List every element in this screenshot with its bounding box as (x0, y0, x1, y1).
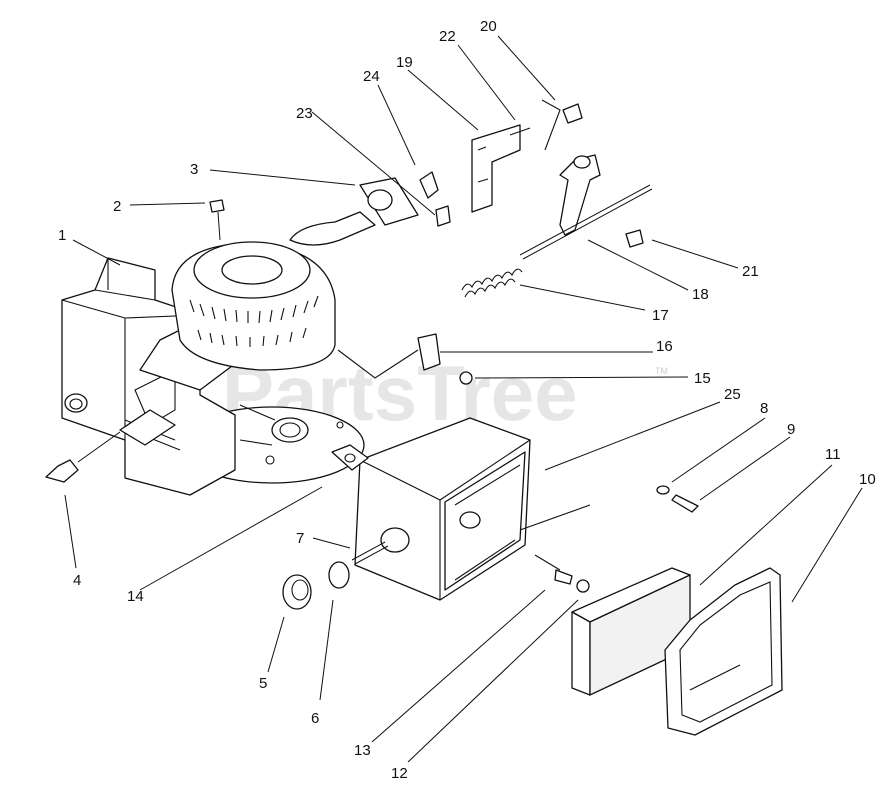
callout-10: 10 (859, 471, 876, 488)
flange-hole (265, 455, 275, 465)
air-cleaner-port (380, 527, 410, 553)
starter-hub (221, 255, 283, 285)
part-5-plug (282, 574, 312, 610)
screw-part-2 (209, 199, 225, 241)
callout-5: 5 (259, 675, 267, 692)
part-17-spring (461, 268, 523, 298)
part-22-pin (509, 127, 531, 136)
callout-1: 1 (58, 227, 66, 244)
callout-19: 19 (396, 54, 413, 71)
part-23-plate (435, 205, 451, 227)
callout-15: 15 (694, 370, 711, 387)
part-13-screw (554, 569, 573, 585)
callout-3: 3 (190, 161, 198, 178)
callout-8: 8 (760, 400, 768, 417)
starter-handle (289, 177, 419, 246)
callout-24: 24 (363, 68, 380, 85)
callout-14: 14 (127, 588, 144, 605)
part-14-gasket (331, 444, 369, 471)
screw-head (209, 199, 225, 213)
engine-port (64, 393, 88, 413)
part-6-seal (328, 561, 350, 589)
carburetor-throat (271, 417, 309, 443)
cover-rib (689, 664, 741, 691)
engine-port-inner (69, 398, 83, 410)
arm-eye (573, 155, 591, 169)
callout-9: 9 (787, 421, 795, 438)
part-16-plate (417, 333, 441, 371)
part-18-governor-arm (559, 154, 601, 236)
spark-plug (45, 431, 121, 483)
air-cleaner-edge (439, 439, 531, 501)
part-9-screw (671, 494, 699, 513)
linkage-guide (337, 349, 419, 379)
air-cleaner-cavity (444, 451, 526, 591)
callout-13: 13 (354, 742, 371, 759)
part-18-rod (519, 184, 651, 256)
linkage-parts (337, 99, 653, 385)
part-18-rod (522, 188, 653, 260)
callout-25: 25 (724, 386, 741, 403)
callout-20: 20 (480, 18, 497, 35)
screw-axis (217, 211, 221, 241)
cavity-ribs (454, 464, 521, 581)
callouts: 1 2 3 4 5 6 7 8 9 10 11 12 13 14 15 16 1… (58, 18, 876, 782)
cover-outer (664, 567, 783, 736)
cover-inner (679, 581, 773, 723)
part-8-washer (656, 485, 670, 495)
hardware (519, 485, 699, 593)
callout-22: 22 (439, 28, 456, 45)
gasket-hole (344, 453, 356, 463)
callout-7: 7 (296, 530, 304, 547)
callout-11: 11 (825, 446, 841, 463)
part-12-nut (576, 579, 590, 593)
filter-side (571, 611, 591, 696)
part-7-pin (354, 545, 389, 565)
hardware-guide (519, 504, 591, 571)
spark-plug-body (45, 459, 79, 483)
callout-12: 12 (391, 765, 408, 782)
carburetor-bore (279, 422, 301, 438)
watermark-trademark: TM (655, 366, 668, 376)
air-cleaner-base (331, 417, 531, 601)
callout-18: 18 (692, 286, 709, 303)
spark-plug-axis (77, 431, 121, 463)
handle-eye (367, 189, 393, 211)
part-20-screw (562, 103, 583, 124)
leader-lines (64, 35, 863, 763)
recoil-starter (171, 241, 336, 371)
callout-17: 17 (652, 307, 669, 324)
starter-rope-grip (289, 211, 376, 246)
plug-inner (291, 579, 309, 601)
callout-6: 6 (311, 710, 319, 727)
flange-hole (336, 421, 344, 429)
cavity-boss (459, 511, 481, 529)
part-15-nut (459, 371, 473, 385)
part-7-pin (351, 541, 386, 561)
bracket-slots (477, 146, 489, 183)
callout-23: 23 (296, 105, 313, 122)
part-24-clip (419, 171, 439, 199)
screw-guide (541, 99, 561, 151)
engine-block-edge (94, 289, 156, 301)
callout-21: 21 (742, 263, 759, 280)
callout-16: 16 (656, 338, 673, 355)
breather-parts (282, 541, 389, 610)
part-21-bolt (625, 229, 644, 248)
air-cleaner-cover (664, 567, 783, 736)
callout-4: 4 (73, 572, 81, 589)
starter-vents (189, 295, 319, 347)
callout-2: 2 (113, 198, 121, 215)
carburetor-body (239, 404, 276, 446)
head-boss (119, 409, 176, 446)
part-19-bracket (471, 124, 521, 213)
